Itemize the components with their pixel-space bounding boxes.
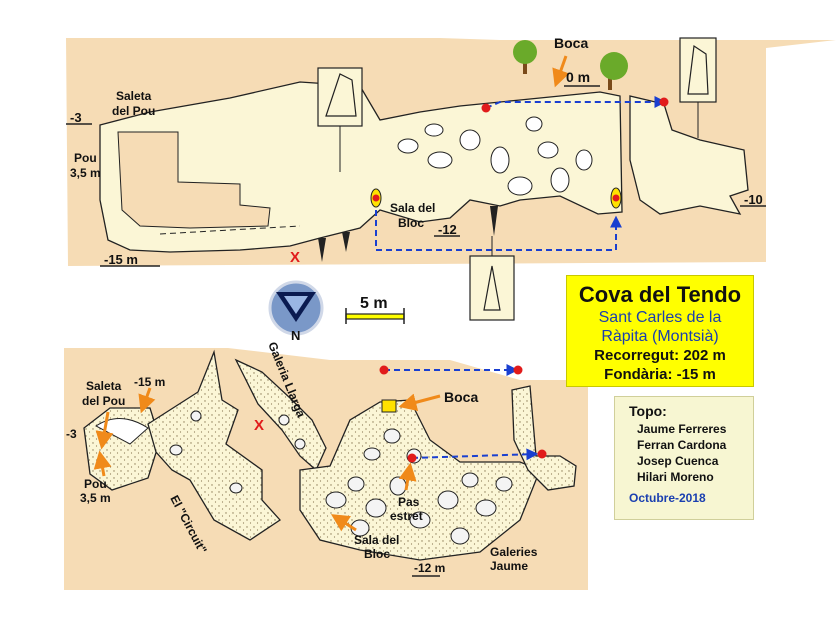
profile-floor-line: [159, 225, 301, 235]
profile-minus3-label: -3: [70, 110, 82, 125]
plan-sala-label-1: Sala del: [354, 533, 399, 547]
profile-well: [117, 131, 271, 229]
plan-saleta-label-1: Saleta: [86, 379, 122, 393]
profile-saleta-label-1: Saleta: [116, 89, 152, 103]
plan-section: Saleta del Pou -15 m -3 Pou 3,5 m El "Ci…: [64, 340, 588, 590]
title-box: Cova del Tendo Sant Carles de la Ràpita …: [566, 275, 754, 387]
profile-survey-top: [485, 96, 667, 109]
length-label: Recorregut: 202 m: [594, 347, 726, 364]
plan-right-passage: [511, 385, 577, 491]
location-line-1: Sant Carles de la: [598, 309, 722, 326]
plan-pou-pit: [95, 418, 149, 445]
profile-saleta-label-2: del Pou: [112, 104, 155, 118]
author-name: Hilari Moreno: [637, 470, 714, 484]
plan-arrow-saleta: [95, 411, 114, 450]
plan-arrow-boca: [398, 393, 441, 412]
station-marker: [481, 103, 491, 113]
north-arrow-icon: N: [268, 280, 324, 343]
author-name: Josep Cuenca: [637, 454, 719, 468]
profile-section: Boca 0 m -3 Saleta del Pou Pou 3,5 m -15…: [66, 35, 836, 321]
author-name: Ferran Cardona: [637, 438, 727, 452]
profile-sala-label-2: Bloc: [398, 216, 424, 230]
plan-pou-label-2: 3,5 m: [80, 491, 111, 505]
plan-arrow-pas: [398, 462, 417, 491]
author-name: Jaume Ferreres: [637, 422, 727, 436]
profile-zero-label: 0 m: [566, 69, 590, 85]
plan-minus3-label: -3: [66, 427, 77, 441]
topo-credits-box: Topo: Jaume Ferreres Ferran Cardona Jose…: [614, 396, 754, 520]
plan-minus12-label: -12 m: [414, 561, 445, 575]
profile-right-chamber: [629, 95, 749, 215]
plan-arrow-sala: [330, 514, 357, 532]
survey-date: Octubre-2018: [629, 491, 706, 505]
plan-pas-label-2: estret: [390, 509, 423, 523]
plan-pas-label-1: Pas: [398, 495, 420, 509]
station-marker: [407, 453, 417, 463]
cross-section-icon: [469, 255, 515, 321]
profile-pou-label-1: Pou: [74, 151, 97, 165]
station-marker: [537, 449, 547, 459]
plan-boca-square: [381, 399, 397, 413]
station-marker: [379, 365, 389, 375]
cave-name: Cova del Tendo: [578, 282, 742, 307]
profile-minus12-label: -12: [438, 222, 457, 237]
profile-survey-bottom: [375, 200, 622, 251]
plan-arrow-pou: [93, 450, 112, 477]
plan-saleta-label-2: del Pou: [82, 394, 125, 408]
plan-minus15-label: -15 m: [134, 375, 165, 389]
topo-heading: Topo:: [629, 403, 667, 419]
depth-label: Fondària: -15 m: [604, 366, 716, 383]
station-marker: [372, 194, 380, 202]
plan-galeries-label-1: Galeries: [490, 545, 538, 559]
plan-survey-bottom: [411, 448, 539, 461]
profile-sala-label-1: Sala del: [390, 201, 435, 215]
plan-galeries-label-2: Jaume: [490, 559, 528, 573]
station-marker: [513, 365, 523, 375]
plan-blocks: [169, 410, 513, 545]
plan-arrow-minus15: [138, 387, 156, 414]
scale-label: 5 m: [360, 295, 388, 312]
tree-icon: [513, 40, 537, 74]
plan-pou-label-1: Pou: [84, 477, 107, 491]
profile-minus10-label: -10: [744, 192, 763, 207]
profile-pou-label-2: 3,5 m: [70, 166, 101, 180]
profile-blocks: [397, 116, 593, 196]
tree-icon: [600, 52, 628, 90]
boca-arrow: [552, 55, 570, 88]
profile-boca-label: Boca: [554, 35, 588, 51]
scale-bar: 5 m: [345, 295, 405, 324]
cross-section-icon: [317, 67, 363, 127]
plan-boca-label: Boca: [444, 389, 478, 405]
profile-x-mark: X: [290, 249, 300, 266]
plan-x-mark: X: [254, 417, 264, 434]
plan-circuit-passage: [147, 349, 281, 541]
plan-sala-label-2: Bloc: [364, 547, 390, 561]
station-marker: [612, 194, 620, 202]
north-label: N: [291, 328, 300, 343]
profile-minus15-label: -15 m: [104, 252, 138, 267]
station-marker: [659, 97, 669, 107]
cross-section-icon: [679, 37, 717, 103]
location-line-2: Ràpita (Montsià): [601, 328, 719, 345]
